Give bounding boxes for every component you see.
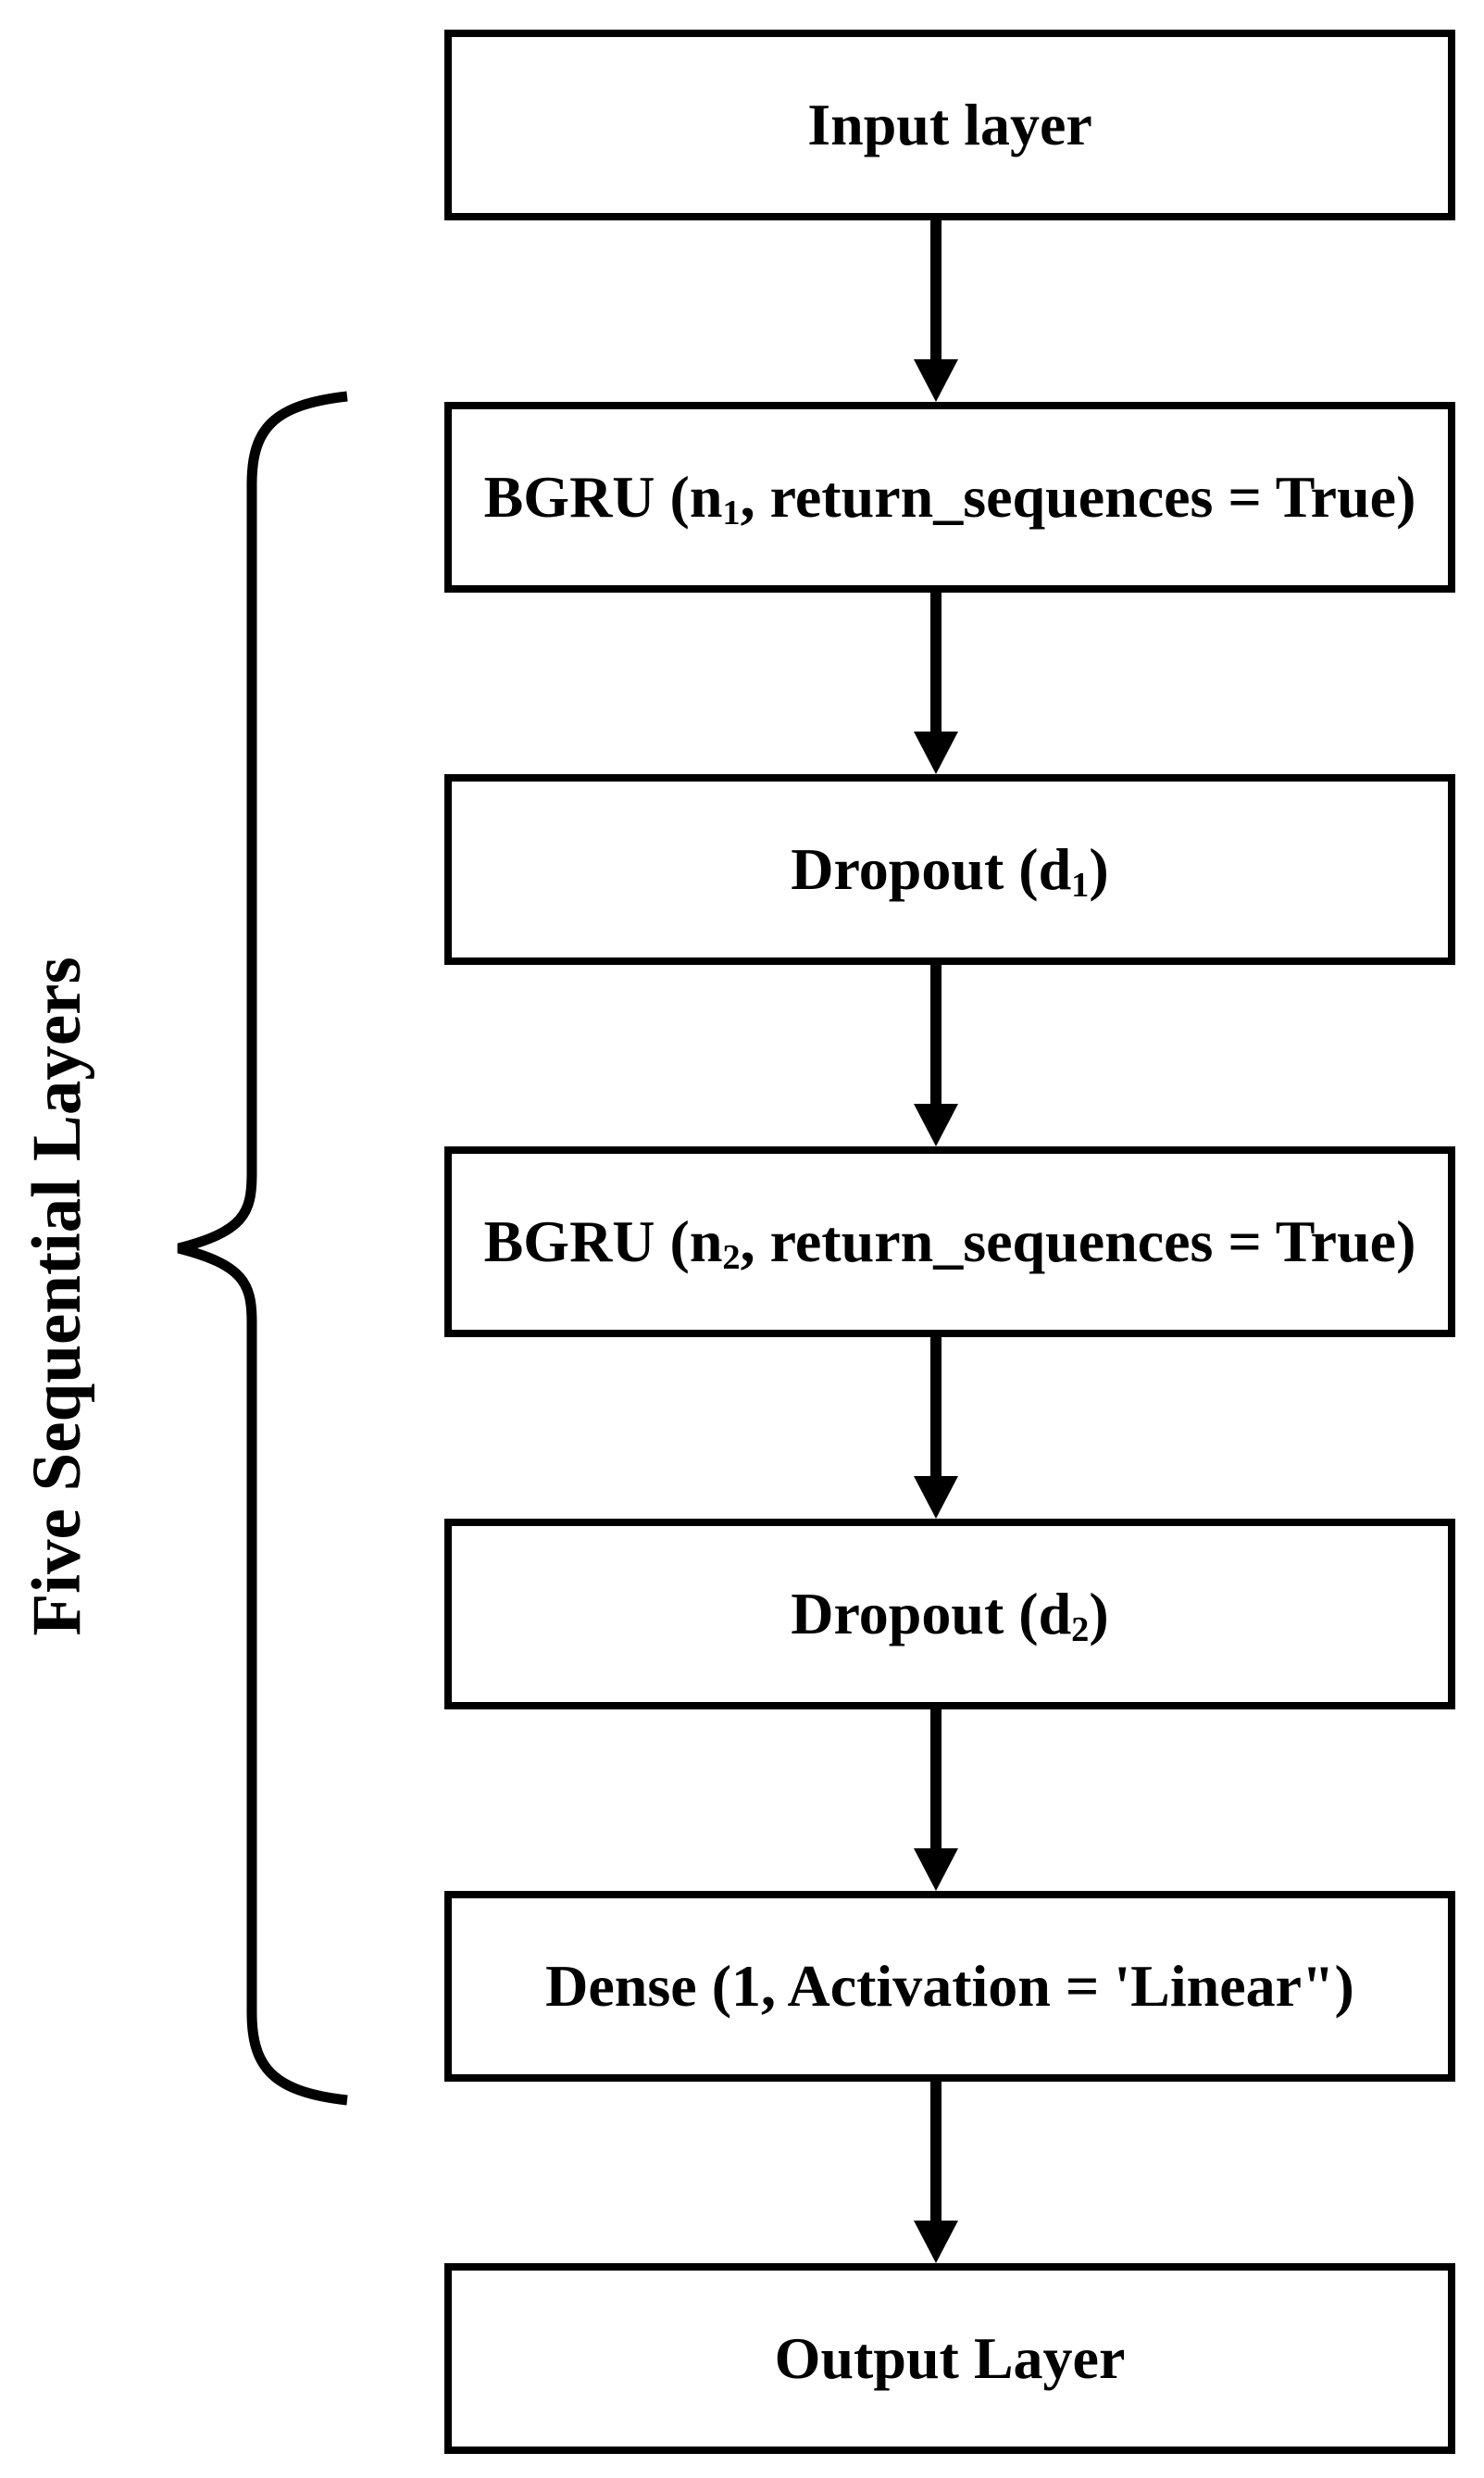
node-bgru-2: BGRU (n2, return_sequences = True) [444, 1146, 1455, 1337]
node-label: Input layer [807, 92, 1092, 157]
arrow-down-icon [914, 1337, 958, 1519]
node-dropout-2: Dropout (d2) [444, 1519, 1455, 1709]
arrow-down-icon [914, 1709, 958, 1891]
node-input-layer: Input layer [444, 30, 1455, 220]
arrow-down-icon [914, 965, 958, 1146]
node-label: BGRU (n2, return_sequences = True) [483, 1208, 1416, 1278]
node-dense: Dense (1, Activation = 'Linear") [444, 1891, 1455, 2082]
arrow-down-icon [914, 2082, 958, 2263]
node-label: Dropout (d1) [791, 836, 1109, 906]
arrow-down-icon [914, 593, 958, 774]
node-label: Dropout (d2) [791, 1581, 1109, 1650]
brace-label: Five Sequential Layers [19, 957, 95, 1636]
node-bgru-1: BGRU (n1, return_sequences = True) [444, 402, 1455, 593]
arrow-down-icon [914, 220, 958, 402]
node-dropout-1: Dropout (d1) [444, 774, 1455, 965]
node-label: Output Layer [774, 2325, 1126, 2391]
node-output-layer: Output Layer [444, 2263, 1455, 2454]
curly-brace-icon [177, 391, 348, 2106]
node-label: Dense (1, Activation = 'Linear") [545, 1953, 1354, 2019]
node-label: BGRU (n1, return_sequences = True) [483, 464, 1416, 533]
